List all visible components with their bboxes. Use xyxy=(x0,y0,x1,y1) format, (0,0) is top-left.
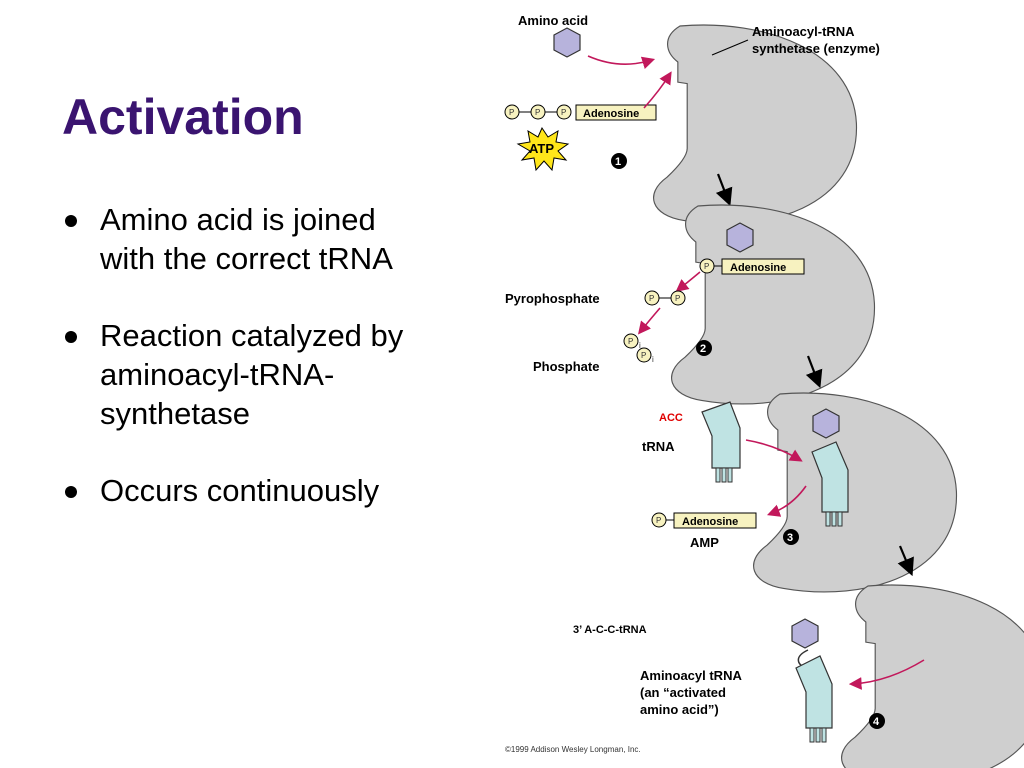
enzyme-shape xyxy=(753,392,958,593)
adenosine-label: Adenosine xyxy=(682,516,738,528)
enzyme-shape xyxy=(841,584,1024,768)
enzyme-label-line2: synthetase (enzyme) xyxy=(752,41,880,56)
step-arrow xyxy=(805,355,823,389)
pyrophosphate-label: Pyrophosphate xyxy=(505,291,600,306)
phosphate-circle xyxy=(556,104,572,120)
phosphate-symbol: P xyxy=(535,108,540,117)
aminoacyl-trna xyxy=(795,655,833,743)
bullet-line: synthetase xyxy=(100,396,250,431)
amino-acid-hexagon xyxy=(726,222,754,253)
arrow-amp-release xyxy=(766,485,807,517)
aminoacyl-label-line3: amino acid”) xyxy=(640,702,719,717)
amino-acid-label: Amino acid xyxy=(518,13,588,28)
phosphate-circle xyxy=(636,347,652,363)
amino-acid-hexagon xyxy=(812,408,840,439)
acc-label: ACC xyxy=(659,412,683,424)
bullet-line: aminoacyl-tRNA- xyxy=(100,357,335,392)
step-3-group: ACC tRNA P Adenosine AMP 3 xyxy=(642,392,958,593)
adenosine-box xyxy=(721,258,805,275)
copyright-notice: ©1999 Addison Wesley Longman, Inc. xyxy=(505,745,641,754)
bullet-line: Reaction catalyzed by xyxy=(100,318,404,353)
step-arrow xyxy=(897,545,914,577)
bullet-line: with the correct tRNA xyxy=(100,241,393,276)
trna-free xyxy=(701,401,741,483)
bullet-list: Amino acid is joined with the correct tR… xyxy=(62,200,482,548)
arrow-trna-binding xyxy=(745,439,803,462)
phosphate-symbol: P xyxy=(628,337,633,346)
three-prime-label: 3’ A-C-C-tRNA xyxy=(573,624,647,636)
step-number: 3 xyxy=(787,532,793,544)
arrow-hydrolysis xyxy=(638,307,661,335)
adenosine-box xyxy=(575,104,657,121)
phosphate-symbol: P xyxy=(561,108,566,117)
arrow-atp-to-enzyme xyxy=(643,71,672,109)
step-number-badge xyxy=(696,340,712,356)
bullet-line: Occurs continuously xyxy=(100,473,380,508)
amino-acid-hexagon xyxy=(553,27,581,58)
arrow-release xyxy=(848,659,925,690)
step-number: 1 xyxy=(615,156,621,168)
enzyme-pointer-line xyxy=(711,39,749,56)
adenosine-label: Adenosine xyxy=(730,262,786,274)
adenosine-label: Adenosine xyxy=(583,108,639,120)
bullet-item: Occurs continuously xyxy=(62,471,482,510)
amino-acid-hexagon xyxy=(791,618,819,649)
bullet-dot xyxy=(65,215,77,227)
phosphate-symbol: P xyxy=(675,294,680,303)
bullet-item: Reaction catalyzed by aminoacyl-tRNA- sy… xyxy=(62,316,482,433)
bullet-dot xyxy=(65,331,77,343)
arrow-amino-to-enzyme xyxy=(587,55,656,69)
phosphate-circle xyxy=(623,333,639,349)
aminoacyl-label-line2: (an “activated xyxy=(640,685,726,700)
inorganic-subscript: i xyxy=(652,355,654,364)
adenosine-box xyxy=(673,512,757,529)
atp-label: ATP xyxy=(529,141,554,156)
step-number: 4 xyxy=(873,716,880,728)
phosphate-symbol: P xyxy=(509,108,514,117)
atp-burst: ATP xyxy=(516,126,570,172)
phosphate-symbol: P xyxy=(649,294,654,303)
slide-title: Activation xyxy=(62,89,304,145)
step-arrow xyxy=(715,173,733,207)
trna-label: tRNA xyxy=(642,439,675,454)
aminoacyl-label-line1: Aminoacyl tRNA xyxy=(640,668,742,683)
step-number-badge xyxy=(783,529,799,545)
step-number: 2 xyxy=(700,343,706,355)
enzyme-label-line1: Aminoacyl-tRNA xyxy=(752,24,855,39)
phosphate-symbol: P xyxy=(656,516,661,525)
amp-label: AMP xyxy=(690,535,719,550)
atp-molecule: P P P Adenosine xyxy=(504,104,657,121)
step-4-group: 3’ A-C-C-tRNA Aminoacyl tRNA (an “activa… xyxy=(573,584,1024,768)
enzyme-shape xyxy=(671,204,876,405)
phosphate-label: Phosphate xyxy=(533,359,599,374)
step-number-badge xyxy=(869,713,885,729)
step-2-group: P Adenosine Pyrophosphate P P P i Phosph… xyxy=(505,204,876,405)
inorganic-subscript: i xyxy=(639,341,641,350)
step-1-group: Amino acid Aminoacyl-tRNA synthetase (en… xyxy=(504,13,880,225)
arrow-pyrophosphate-release xyxy=(675,271,701,292)
bullet-dot xyxy=(65,486,77,498)
phosphate-circle xyxy=(670,290,686,306)
trna-bound xyxy=(811,441,849,527)
step-number-badge xyxy=(611,153,627,169)
bullet-line: Amino acid is joined xyxy=(100,202,376,237)
bullet-item: Amino acid is joined with the correct tR… xyxy=(62,200,482,278)
phosphate-symbol: P xyxy=(704,262,709,271)
phosphate-symbol: P xyxy=(641,351,646,360)
